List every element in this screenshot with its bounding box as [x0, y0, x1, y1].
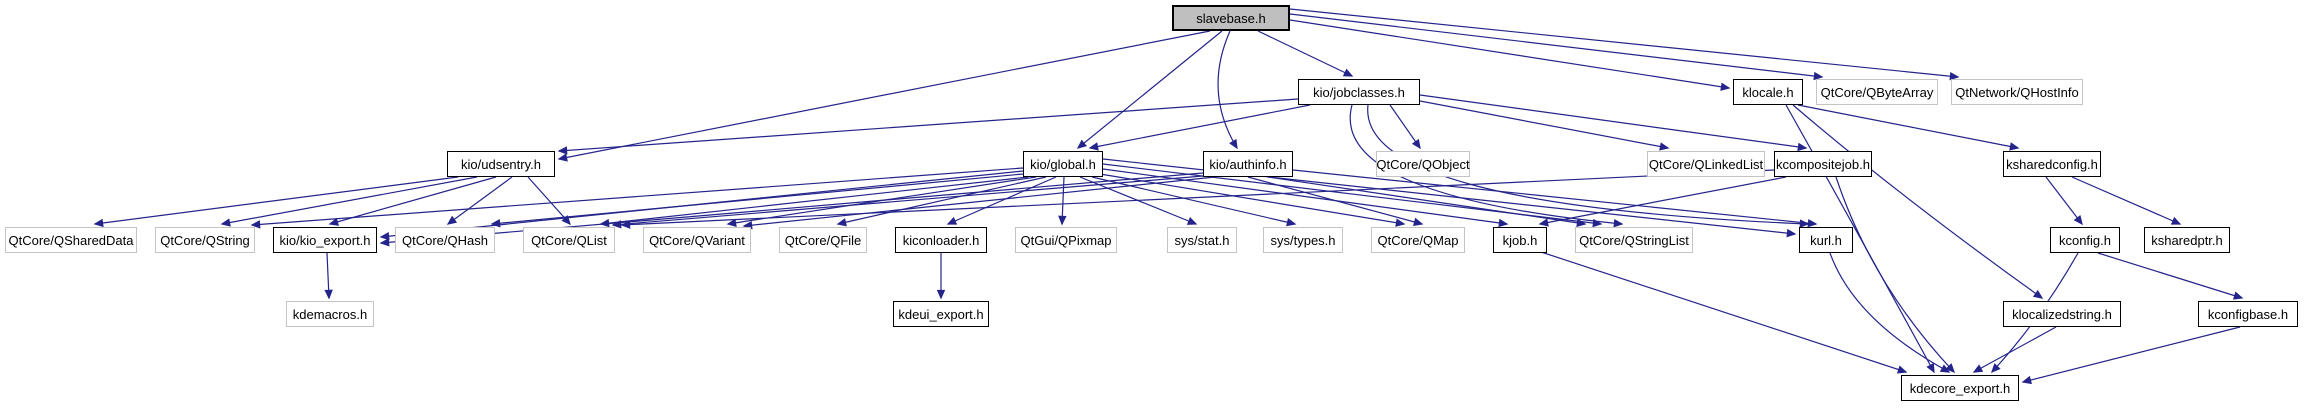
graph-node-klocale[interactable]: klocale.h [1733, 79, 1803, 105]
graph-node-kconfig[interactable]: kconfig.h [2050, 227, 2120, 253]
edge-slavebase-qhostinfo [1289, 8, 1960, 81]
edge-authinfo-qvariant [742, 176, 1216, 230]
graph-node-kconfigbase[interactable]: kconfigbase.h [2198, 301, 2298, 327]
graph-node-ksharedconfig[interactable]: ksharedconfig.h [2003, 151, 2101, 177]
edge-klocale-kdecore_export [1785, 104, 1935, 374]
edge-global-qmap [1099, 173, 1406, 227]
graph-node-qfile: QtCore/QFile [779, 227, 867, 253]
graph-node-udsentry[interactable]: kio/udsentry.h [447, 151, 555, 177]
edge-slavebase-jobclasses [1257, 30, 1354, 77]
edge-kio_export-kdemacros [324, 252, 333, 300]
edge-authinfo-kurl [1292, 169, 1818, 228]
graph-node-qstringlist: QtCore/QStringList [1575, 227, 1693, 253]
edge-kconfigbase-kdecore_export [2021, 326, 2241, 385]
edge-klocale-klocalizedstring [1792, 104, 2044, 299]
edge-jobclasses-udsentry [557, 98, 1299, 155]
graph-node-qhostinfo: QtNetwork/QHostInfo [1951, 79, 2083, 105]
edge-authinfo-qlist [611, 175, 1204, 229]
edge-slavebase-authinfo [1217, 30, 1238, 150]
edge-jobclasses-qobject [1389, 104, 1421, 150]
graph-node-kdemacros: kdemacros.h [286, 301, 374, 327]
edge-jobclasses-kcompositejob [1419, 94, 1808, 152]
graph-node-qmap: QtCore/QMap [1371, 227, 1465, 253]
edge-kcompositejob-qlist [620, 169, 1775, 229]
edge-jobclasses-qstringlist [1349, 104, 1624, 228]
edge-udsentry-qstring [220, 176, 478, 227]
edge-global-qstring [250, 167, 1024, 229]
edge-udsentry-kio_export [328, 176, 497, 226]
edge-slavebase-global [1076, 30, 1223, 149]
graph-node-sysstat: sys/stat.h [1167, 227, 1237, 253]
graph-node-kurl[interactable]: kurl.h [1799, 227, 1853, 253]
edge-udsentry-qhash [446, 176, 513, 225]
graph-node-ksharedptr[interactable]: ksharedptr.h [2144, 227, 2230, 253]
graph-node-qpixmap: QtGui/QPixmap [1015, 227, 1117, 253]
edge-authinfo-kio_export [379, 172, 1204, 247]
edge-slavebase-klocale [1289, 19, 1731, 91]
edge-global-kiconloader [946, 176, 1057, 225]
graph-node-authinfo[interactable]: kio/authinfo.h [1203, 151, 1293, 177]
graph-node-systypes: sys/types.h [1263, 227, 1343, 253]
graph-node-qlist: QtCore/QList [523, 227, 615, 253]
graph-node-slavebase: slavebase.h [1172, 5, 1290, 31]
edge-global-qlist [599, 176, 1029, 228]
edge-slavebase-udsentry [557, 30, 1211, 162]
edge-klocale-ksharedconfig [1797, 104, 2020, 151]
graph-node-global[interactable]: kio/global.h [1023, 151, 1103, 177]
edges [93, 8, 2244, 385]
edge-authinfo-qstringlist [1267, 176, 1587, 227]
graph-node-qobject: QtCore/QObject [1376, 151, 1470, 177]
edge-ksharedconfig-kconfig [2045, 176, 2083, 226]
graph-node-qbytearray: QtCore/QByteArray [1816, 79, 1938, 105]
graph-node-kiconloader[interactable]: kiconloader.h [895, 227, 987, 253]
edge-udsentry-qlist [527, 176, 571, 226]
edge-kconfig-kconfigbase [2097, 252, 2244, 300]
edge-kjob-kdecore_export [1537, 250, 1908, 374]
graph-node-qlinkedlist: QtCore/QLinkedList [1647, 151, 1765, 177]
graph-node-kcompositejob[interactable]: kcompositejob.h [1774, 151, 1872, 177]
graph-node-qhash: QtCore/QHash [395, 227, 495, 253]
edge-ksharedconfig-ksharedptr [2071, 176, 2182, 225]
graph-node-klocalizedstring[interactable]: klocalizedstring.h [2003, 301, 2121, 327]
graph-node-qvariant: QtCore/QVariant [643, 227, 751, 253]
graph-node-kjob[interactable]: kjob.h [1493, 227, 1547, 253]
edge-jobclasses-global [1088, 104, 1311, 151]
edge-global-systypes [1091, 176, 1297, 227]
edge-slavebase-qbytearray [1289, 13, 1824, 81]
edge-klocalizedstring-kdecore_export [1972, 326, 2057, 373]
graph-node-kdecore_export[interactable]: kdecore_export.h [1901, 375, 2019, 401]
edge-global-qhash [490, 173, 1024, 228]
edge-jobclasses-qlinkedlist [1419, 100, 1670, 151]
edge-kurl-kdecore_export [1829, 252, 1951, 373]
edge-authinfo-qmap [1247, 176, 1424, 226]
graph-node-kio_export[interactable]: kio/kio_export.h [273, 227, 377, 253]
edge-udsentry-qshareddata [93, 176, 459, 228]
edge-global-qfile [836, 176, 1047, 227]
graph-node-kdeui_export[interactable]: kdeui_export.h [893, 301, 989, 327]
graph-node-jobclasses[interactable]: kio/jobclasses.h [1298, 79, 1420, 105]
graph-node-qstring: QtCore/QString [155, 227, 255, 253]
edge-kcompositejob-kjob [1538, 176, 1787, 227]
graph-node-qshareddata: QtCore/QSharedData [5, 227, 137, 253]
